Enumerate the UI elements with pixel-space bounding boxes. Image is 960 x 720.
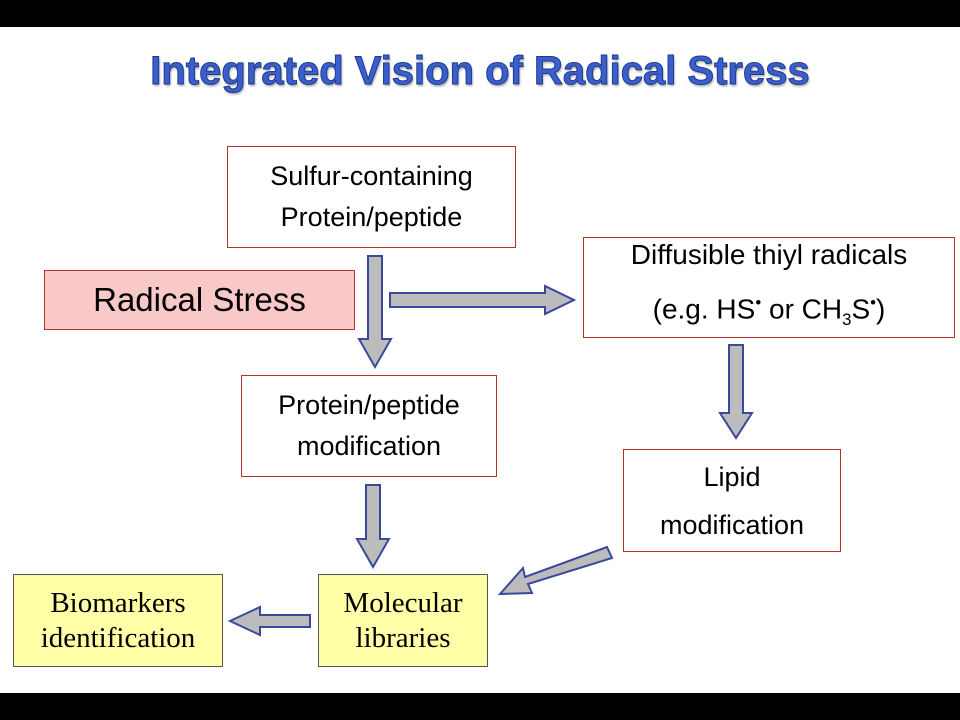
thiyl-s: S [851,293,871,325]
radical-dot-2: • [870,293,877,313]
node-lipid-modification: Lipid modification [623,449,841,552]
arrow-lipid-to-libraries [497,545,614,596]
slide-title: Integrated Vision of Radical Stress [150,49,810,94]
arrow-thiyl-to-lipid [718,344,754,440]
thiyl-prefix: (e.g. HS [652,293,756,325]
thiyl-mid: or CH [761,293,843,325]
node-lipid-line1: Lipid [703,461,761,492]
node-radical-stress: Radical Stress [44,270,355,330]
arrow-to-thiyl [389,284,577,316]
node-thiyl-line2: (e.g. HS• or CH3S•) [653,279,886,344]
arrow-libraries-to-biomarkers [227,605,311,637]
node-molecular-libraries: Molecular libraries [318,574,488,667]
thiyl-suffix: ) [876,293,886,325]
node-thiyl-radicals: Diffusible thiyl radicals (e.g. HS• or C… [583,237,955,338]
node-protmod-line1: Protein/peptide [278,390,460,420]
arrow-sulfur-to-protmod [357,255,393,370]
node-lipid-line2: modification [659,509,805,540]
node-sulfur-line1: Sulfur-containing [270,161,473,191]
node-libraries-line1: Molecular [343,586,463,619]
node-biomarkers-line1: Biomarkers [50,586,186,619]
subscript-three: 3 [842,309,852,329]
radical-dot: • [755,293,762,313]
node-sulfur-protein: Sulfur-containing Protein/peptide [227,146,516,248]
node-biomarkers-line2: identification [40,621,196,654]
flow-arrows [227,255,754,637]
node-libraries-line2: libraries [355,621,451,654]
node-protein-modification: Protein/peptide modification [241,375,497,477]
arrow-protmod-to-libraries [355,484,391,570]
slide: Integrated Vision of Radical Stress Sulf… [0,27,960,693]
node-sulfur-line2: Protein/peptide [280,202,463,232]
node-protmod-line2: modification [296,431,442,461]
node-radical-label: Radical Stress [93,281,306,318]
node-thiyl-line1: Diffusible thiyl radicals [630,239,908,271]
node-biomarkers-identification: Biomarkers identification [13,574,223,667]
